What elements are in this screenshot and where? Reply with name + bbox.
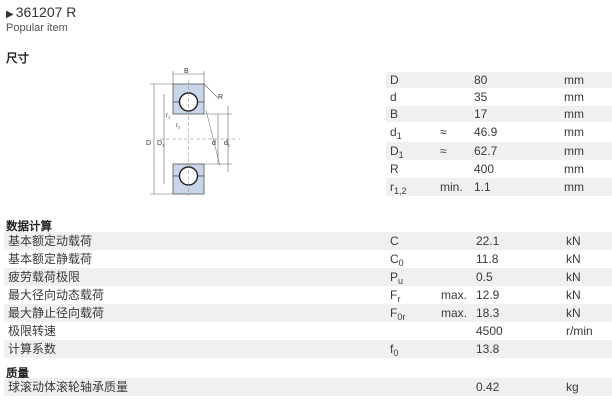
dimension-row: r1,2 min. 1.1 mm <box>386 178 612 197</box>
dimension-row: d 35 mm <box>386 89 612 106</box>
popular-item-label: Popular item <box>6 22 68 34</box>
triangle-icon: ▶ <box>6 9 14 20</box>
dimensions-table: D 80 mm d 35 mm B 17 mm d1 ≈ 46.9 mm D1 … <box>386 72 612 197</box>
bearing-diagram: B R r1 r2 D D1 d d1 <box>146 68 240 196</box>
dimension-row: D 80 mm <box>386 72 612 89</box>
section-calculation-heading: 数据计算 <box>6 221 52 233</box>
calculation-table: 基本额定动载荷 C 22.1 kN 基本额定静载荷 C0 11.8 kN 疲劳载… <box>4 232 612 358</box>
dimension-row: D1 ≈ 62.7 mm <box>386 142 612 161</box>
calculation-row: 基本额定静载荷 C0 11.8 kN <box>8 252 581 268</box>
label-R: R <box>218 94 223 101</box>
calculation-row: 最大静止径向载荷 F0r max. 18.3 kN <box>4 304 612 322</box>
mass-table: 球滚动体滚轮轴承质量 0.42 kg <box>4 378 612 396</box>
label-B: B <box>184 68 189 75</box>
dimension-row: d1 ≈ 46.9 mm <box>386 123 612 142</box>
label-r1: r1 <box>166 113 171 120</box>
dimension-row: B 17 mm <box>386 106 612 123</box>
bearing-section-drawing <box>150 71 240 196</box>
label-D: D <box>146 140 151 147</box>
calculation-row: 疲劳载荷极限 Pu 0.5 kN <box>4 268 612 286</box>
calculation-row: 极限转速 4500 r/min <box>8 324 593 338</box>
label-r2: r2 <box>176 123 181 130</box>
product-title: ▶361207 R <box>6 4 77 20</box>
label-d1: d1 <box>224 140 231 148</box>
dimension-row: R 400 mm <box>386 161 612 178</box>
section-dimensions-heading: 尺寸 <box>6 53 29 65</box>
section-mass-heading: 质量 <box>6 368 29 380</box>
calculation-row: 计算系数 f0 13.8 <box>4 340 612 358</box>
label-D1: D1 <box>157 140 165 148</box>
calculation-row: 基本额定动载荷 C 22.1 kN <box>4 232 612 250</box>
calculation-row: 最大径向动态载荷 Fr max. 12.9 kN <box>8 288 581 304</box>
label-d: d <box>212 140 216 147</box>
mass-row: 球滚动体滚轮轴承质量 0.42 kg <box>4 378 612 396</box>
